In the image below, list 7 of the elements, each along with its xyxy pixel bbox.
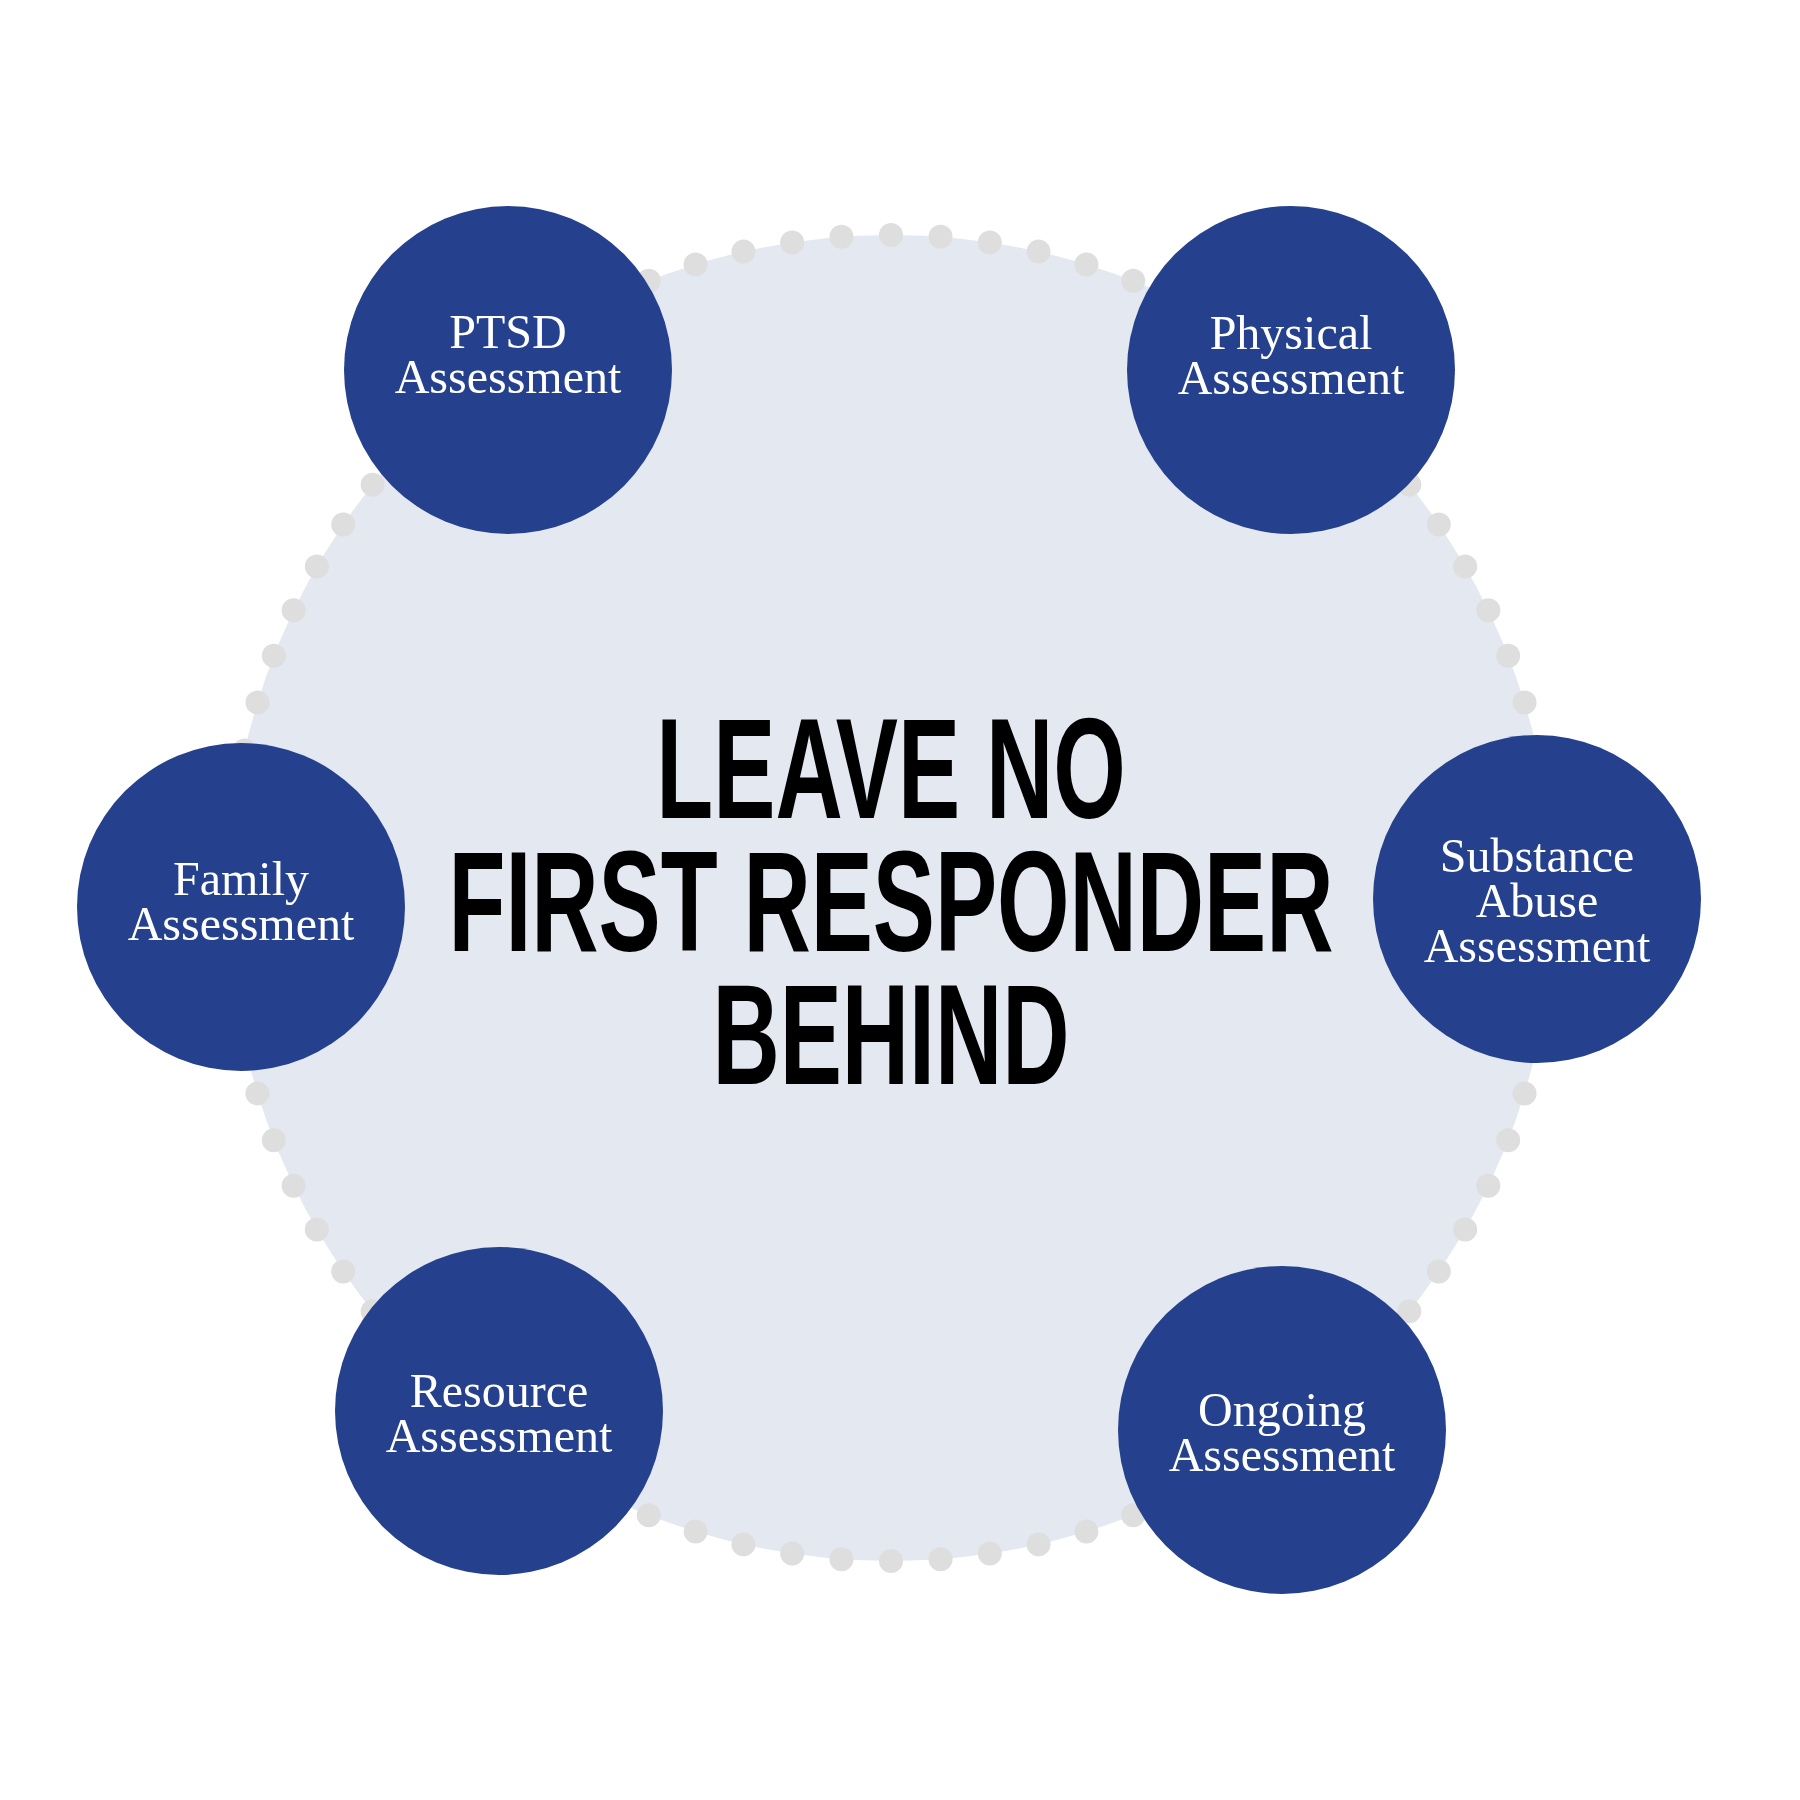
circle-label: Resource Assessment bbox=[384, 1368, 614, 1458]
circle-label: Substance Abuse Assessment bbox=[1422, 832, 1652, 968]
circle-label: Ongoing Assessment bbox=[1167, 1387, 1397, 1477]
circle-label: Family Assessment bbox=[126, 856, 356, 946]
circle-label: PTSD Assessment bbox=[393, 309, 623, 399]
hub-title: LEAVE NO FIRST RESPONDER BEHIND bbox=[447, 701, 1335, 1101]
circle-label: Physical Assessment bbox=[1176, 310, 1406, 400]
